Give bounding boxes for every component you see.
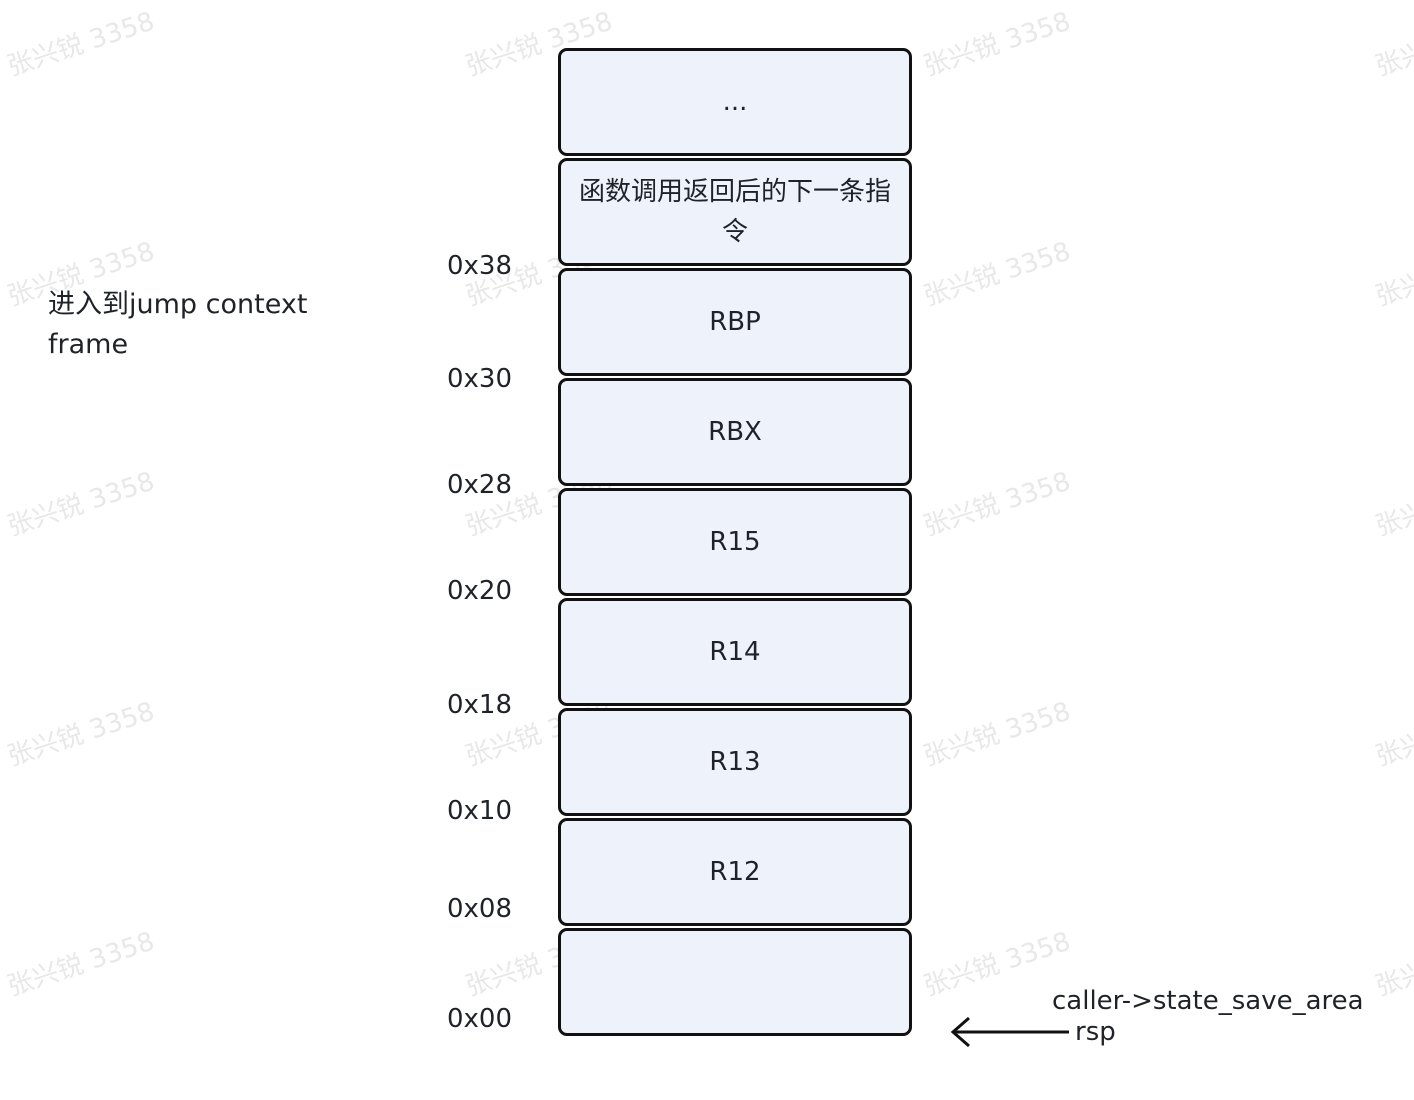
frame-title: 进入到jump context frame — [48, 289, 308, 360]
address-label-0x08: 0x08 — [447, 894, 513, 924]
watermark: 张兴锐 3358 — [1371, 237, 1414, 313]
stack-cell-ellipsis: ... — [558, 48, 912, 156]
pointer-label-rsp: rsp — [1075, 1017, 1116, 1047]
stack-cell-r15: R15 — [558, 488, 912, 596]
address-label-0x28: 0x28 — [447, 470, 513, 500]
address-label-0x20: 0x20 — [447, 576, 513, 606]
watermark: 张兴锐 3358 — [919, 926, 1075, 1003]
watermark: 张兴锐 3358 — [919, 466, 1075, 543]
watermark: 张兴锐 3358 — [919, 6, 1075, 83]
watermark: 张兴锐 3358 — [3, 696, 159, 773]
pointer-label-state-save-area: caller->state_save_area — [1052, 986, 1364, 1016]
address-label-0x10: 0x10 — [447, 796, 513, 826]
stack-cell-r12: R12 — [558, 818, 912, 926]
watermark: 张兴锐 3358 — [3, 466, 159, 543]
address-label-0x30: 0x30 — [447, 364, 513, 394]
address-label-0x00: 0x00 — [447, 1004, 513, 1034]
watermark: 张兴锐 3358 — [1371, 697, 1414, 773]
stack-cell-rbp: RBP — [558, 268, 912, 376]
pointer-label: caller->state_save_area rsp — [1052, 986, 1364, 1048]
watermark: 张兴锐 3358 — [1371, 7, 1414, 83]
address-label-0x18: 0x18 — [447, 690, 513, 720]
pointer-arrow-icon — [950, 1016, 1069, 1048]
watermark: 张兴锐 3358 — [1371, 467, 1414, 543]
address-label-0x38: 0x38 — [447, 251, 513, 281]
watermark: 张兴锐 3358 — [919, 236, 1075, 313]
stack-cell-r13: R13 — [558, 708, 912, 816]
stack-cell-return-address: 函数调用返回后的下一条指令 — [558, 158, 912, 266]
watermark: 张兴锐 3358 — [1371, 927, 1414, 1003]
watermark: 张兴锐 3358 — [3, 6, 159, 83]
stack-cell-r14: R14 — [558, 598, 912, 706]
stack-cell-rbx: RBX — [558, 378, 912, 486]
watermark: 张兴锐 3358 — [919, 696, 1075, 773]
watermark: 张兴锐 3358 — [3, 926, 159, 1003]
stack-cell-empty — [558, 928, 912, 1036]
